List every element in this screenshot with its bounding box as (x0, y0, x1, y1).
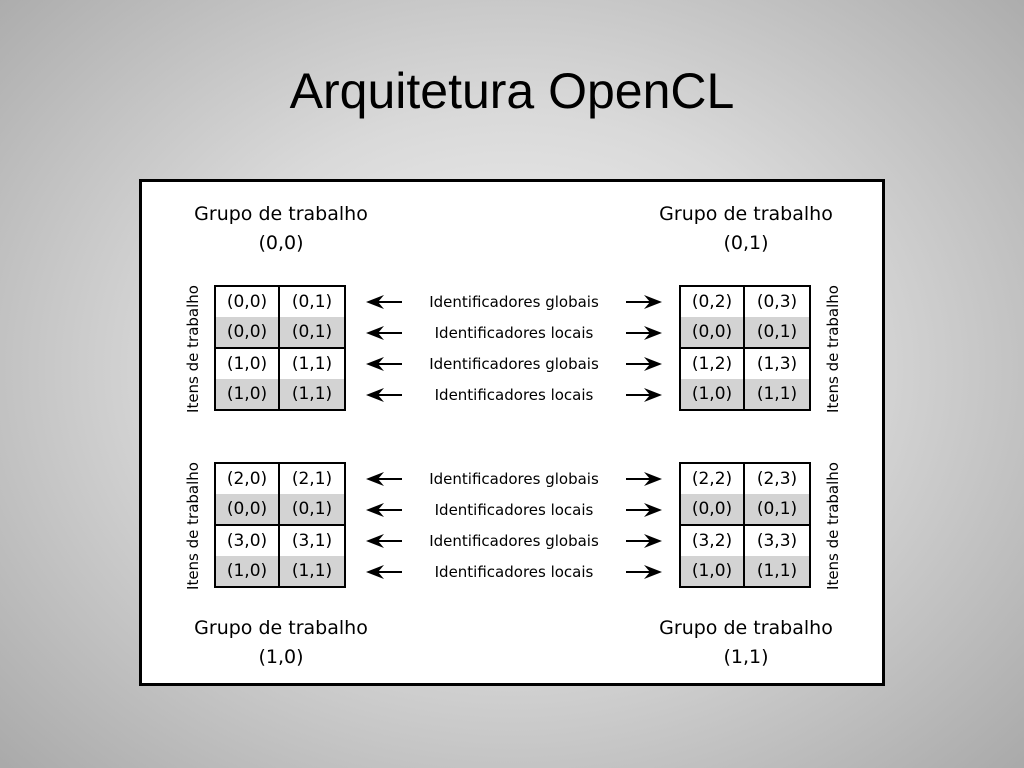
work-item-cell: (0,0) (681, 494, 745, 524)
double-arrow-icon (366, 472, 662, 486)
work-item-cell: (1,0) (681, 379, 745, 409)
local-identifiers-label: Identificadores locais (434, 563, 594, 581)
work-items-label-0-1: Itens de trabalho (824, 285, 842, 413)
work-item-cell: (0,1) (745, 317, 809, 347)
group-name: Grupo de trabalho (659, 203, 833, 225)
group-label-1-1: Grupo de trabalho (1,1) (596, 614, 896, 672)
global-identifiers-label: Identificadores globais (429, 355, 599, 373)
double-arrow-icon (366, 326, 662, 340)
work-item-cell: (0,0) (681, 317, 745, 347)
work-item-cell: (1,0) (681, 556, 745, 586)
work-item-cell: (0,0) (216, 287, 280, 317)
work-item-cell: (2,1) (291, 469, 333, 489)
group-name: Grupo de trabalho (194, 203, 368, 225)
opencl-diagram: Grupo de trabalho (0,0) Grupo de trabalh… (139, 179, 885, 686)
work-item-cell: (0,2) (681, 287, 745, 317)
global-identifiers-label: Identificadores globais (429, 293, 599, 311)
global-identifiers-label: Identificadores globais (429, 532, 599, 550)
local-identifiers-label: Identificadores locais (434, 501, 594, 519)
work-item-cell: (1,1) (280, 379, 344, 409)
group-id: (1,0) (258, 646, 304, 668)
work-item-cell: (3,0) (216, 524, 280, 556)
group-label-0-1: Grupo de trabalho (0,1) (596, 200, 896, 258)
work-item-cell: (3,2) (681, 524, 745, 556)
work-item-cell: (0,1) (291, 292, 333, 312)
group-name: Grupo de trabalho (194, 617, 368, 639)
work-item-cell: (0,0) (216, 317, 280, 347)
group-id: (0,0) (258, 232, 304, 254)
work-item-cell: (1,1) (280, 347, 344, 379)
work-item-cell: (2,0) (216, 464, 280, 494)
work-item-cell: (1,0) (216, 379, 280, 409)
work-item-cell: (1,0) (216, 347, 280, 379)
work-item-grid-0-1: (0,2) (0,3) (0,0) (0,1) (1,2) (1,3) (1,0… (679, 285, 811, 411)
work-item-cell: (0,3) (756, 292, 798, 312)
work-item-cell: (1,1) (280, 556, 344, 586)
double-arrow-icon (366, 565, 662, 579)
identifier-arrow-row: Identificadores globais (364, 287, 664, 317)
global-identifiers-label: Identificadores globais (429, 470, 599, 488)
identifier-arrow-row: Identificadores globais (364, 526, 664, 556)
work-item-grid-1-1: (2,2) (2,3) (0,0) (0,1) (3,2) (3,3) (1,0… (679, 462, 811, 588)
work-item-grid-0-0: (0,0) (0,1) (0,0) (0,1) (1,0) (1,1) (1,0… (214, 285, 346, 411)
group-id: (0,1) (723, 232, 769, 254)
group-id: (1,1) (723, 646, 769, 668)
work-item-cell: (0,1) (280, 494, 344, 524)
group-label-1-0: Grupo de trabalho (1,0) (131, 614, 431, 672)
double-arrow-icon (366, 388, 662, 402)
identifier-arrow-row: Identificadores locais (364, 318, 664, 348)
work-item-cell: (1,0) (216, 556, 280, 586)
double-arrow-icon (366, 503, 662, 517)
slide-title: Arquitetura OpenCL (289, 63, 735, 119)
double-arrow-icon (366, 357, 662, 371)
identifier-arrow-row: Identificadores locais (364, 380, 664, 410)
work-item-cell: (1,1) (745, 556, 809, 586)
double-arrow-icon (366, 534, 662, 548)
identifier-arrow-row: Identificadores globais (364, 349, 664, 379)
identifier-arrow-row: Identificadores locais (364, 557, 664, 587)
identifier-arrow-row: Identificadores globais (364, 464, 664, 494)
local-identifiers-label: Identificadores locais (434, 324, 594, 342)
work-item-cell: (0,0) (216, 494, 280, 524)
work-item-cell: (3,1) (280, 524, 344, 556)
work-item-cell: (1,1) (745, 379, 809, 409)
double-arrow-icon (366, 295, 662, 309)
work-items-label-0-0: Itens de trabalho (184, 285, 202, 413)
work-item-cell: (1,3) (745, 347, 809, 379)
local-identifiers-label: Identificadores locais (434, 386, 594, 404)
identifier-arrow-row: Identificadores locais (364, 495, 664, 525)
work-item-cell: (3,3) (745, 524, 809, 556)
work-item-grid-1-0: (2,0) (2,1) (0,0) (0,1) (3,0) (3,1) (1,0… (214, 462, 346, 588)
work-item-cell: (2,2) (681, 464, 745, 494)
work-item-cell: (1,2) (681, 347, 745, 379)
group-label-0-0: Grupo de trabalho (0,0) (131, 200, 431, 258)
work-item-cell: (0,1) (280, 317, 344, 347)
work-items-label-1-1: Itens de trabalho (824, 462, 842, 590)
work-items-label-1-0: Itens de trabalho (184, 462, 202, 590)
group-name: Grupo de trabalho (659, 617, 833, 639)
work-item-cell: (0,1) (745, 494, 809, 524)
work-item-cell: (2,3) (756, 469, 798, 489)
